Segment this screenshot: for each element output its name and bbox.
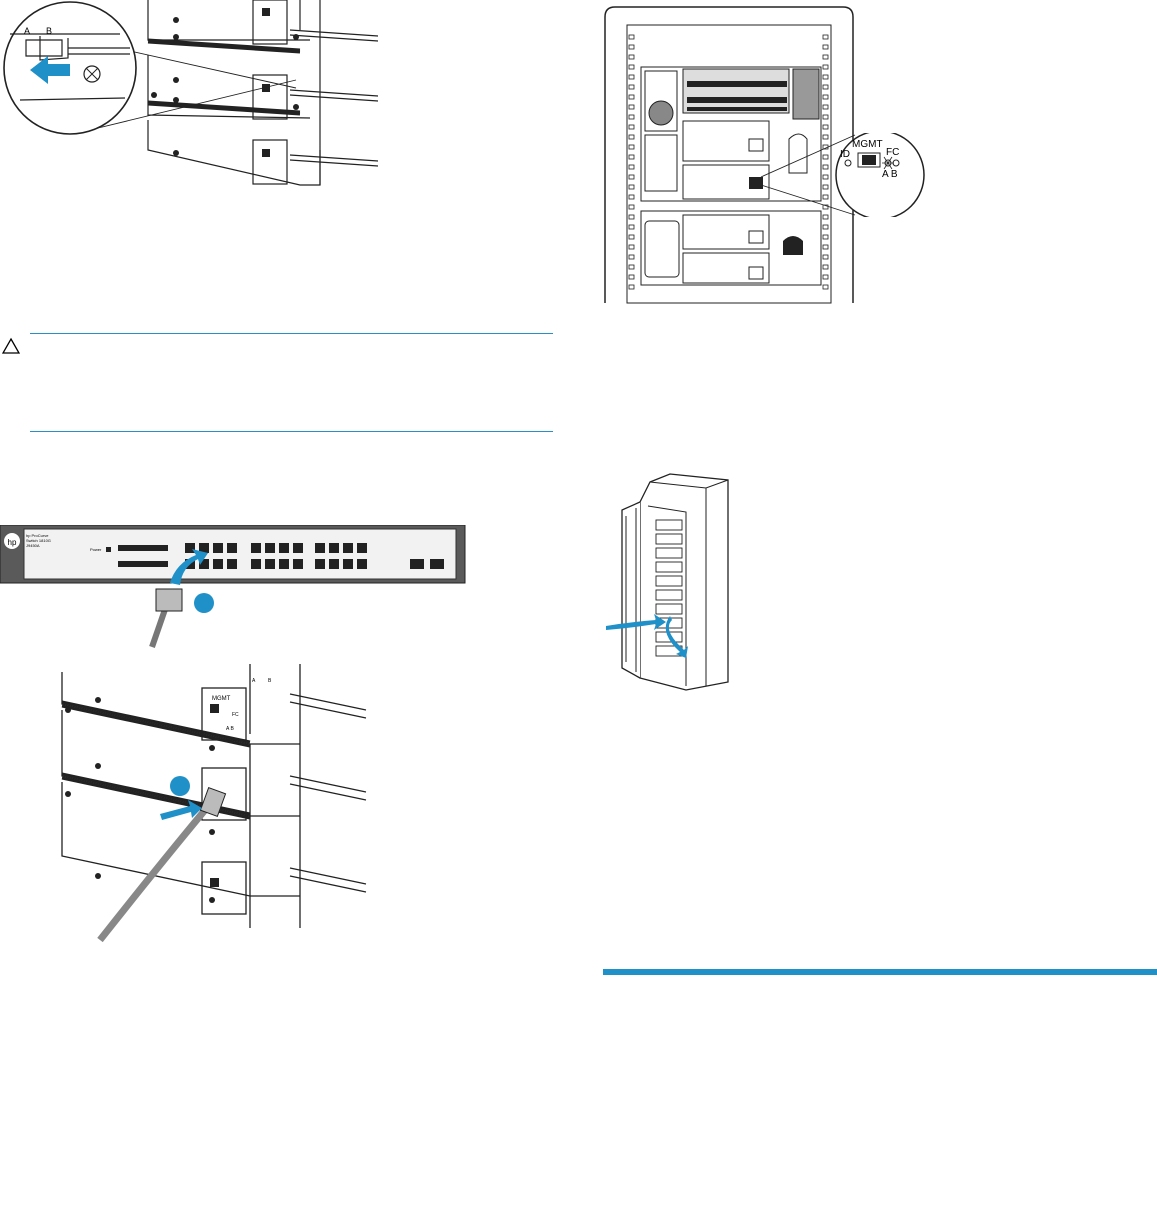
figure-network-switch: hp hp ProCurve Switch 1810G J9450A Power bbox=[0, 525, 470, 655]
magnifier-ab-label: A B bbox=[882, 169, 898, 180]
switch-model: Switch 1810G bbox=[26, 538, 51, 543]
stack-mgmt-label: MGMT bbox=[212, 696, 231, 702]
stack-fc-label: FC bbox=[232, 712, 239, 718]
figure-mgmt-port-magnifier: MGMT ID FC A B bbox=[834, 133, 930, 217]
svg-text:hp: hp bbox=[8, 538, 17, 547]
caution-top-rule bbox=[30, 333, 553, 334]
stack-b-label: B bbox=[268, 678, 272, 684]
section-heading-rule bbox=[603, 969, 1157, 975]
figure-cable-disconnect: A B bbox=[0, 0, 380, 210]
cable-label-b: B bbox=[46, 26, 52, 36]
stack-ab-label: A B bbox=[226, 726, 234, 732]
cable-label-a: A bbox=[24, 26, 30, 36]
caution-icon bbox=[1, 337, 21, 355]
magnifier-mgmt-label: MGMT bbox=[852, 139, 883, 150]
magnifier-id-label: ID bbox=[840, 149, 850, 160]
switch-brand: hp ProCurve bbox=[26, 533, 49, 538]
magnifier-fc-label: FC bbox=[886, 147, 899, 158]
figure-mgmt-cable-connect: MGMT FC A B A B bbox=[60, 664, 370, 944]
caution-bottom-rule bbox=[30, 431, 553, 432]
switch-power-label: Power bbox=[90, 547, 102, 552]
stack-a-label: A bbox=[252, 678, 256, 684]
figure-rack-rear-view bbox=[603, 5, 863, 305]
figure-rack-cabinet-open bbox=[600, 472, 740, 692]
switch-part: J9450A bbox=[26, 543, 40, 548]
